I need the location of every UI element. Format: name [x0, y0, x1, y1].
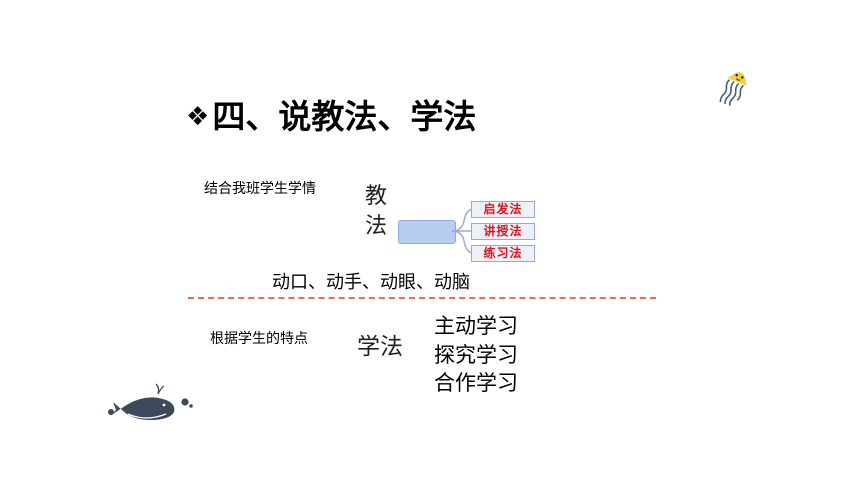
activity-text: 动口、动手、动眼、动脑 — [272, 272, 470, 293]
learning-methods-list: 主动学习 探究学习 合作学习 — [434, 312, 518, 398]
slide-title: ❖四、说教法、学法 — [186, 100, 476, 133]
teaching-method-tag: 讲授法 — [471, 223, 535, 240]
teaching-label-line2: 法 — [365, 214, 388, 239]
diamond-bullet-icon: ❖ — [186, 102, 210, 132]
teaching-method-hub — [398, 220, 456, 244]
learning-basis-text: 根据学生的特点 — [210, 331, 308, 347]
dashed-divider — [188, 297, 656, 299]
teaching-branch-connectors — [451, 208, 475, 254]
teaching-method-tag: 练习法 — [471, 245, 535, 262]
teaching-method-tag: 启发法 — [471, 201, 535, 218]
teaching-basis-text: 结合我班学生学情 — [204, 181, 316, 197]
learning-method-item: 探究学习 — [434, 342, 518, 367]
learning-method-item: 合作学习 — [434, 371, 518, 395]
slide-title-text: 四、说教法、学法 — [212, 97, 477, 136]
teaching-label-line1: 教 — [365, 184, 388, 209]
jellyfish-icon — [719, 72, 747, 106]
learning-method-item: 主动学习 — [434, 314, 518, 338]
learning-label: 学法 — [357, 334, 403, 360]
whale-icon — [108, 383, 193, 420]
